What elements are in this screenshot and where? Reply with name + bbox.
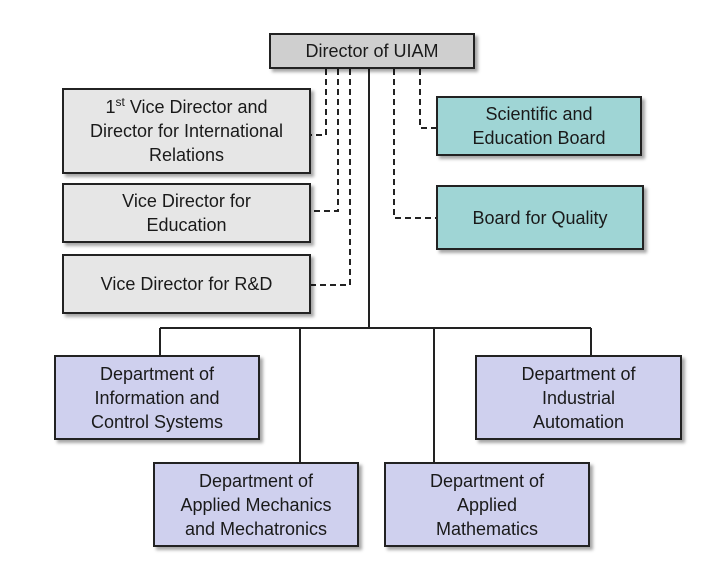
dept-information-line3: Control Systems: [90, 411, 224, 432]
vice-director-rd-label: Vice Director for R&D: [100, 274, 273, 294]
dept-applied-mechanics-box: Department of Applied Mechanics and Mech…: [153, 462, 359, 547]
scientific-board-line1: Scientific and: [485, 104, 593, 124]
vice-director-rd-box: Vice Director for R&D: [62, 254, 311, 314]
dept-industrial-line3: Automation: [532, 411, 625, 432]
dept-industrial-line2: Industrial: [541, 387, 616, 408]
dashed-connector-board-1: [419, 69, 436, 129]
vice-director-education-line2: Education: [146, 215, 227, 235]
dept-applied-mathematics-box: Department of Applied Mathematics: [384, 462, 590, 547]
dept-industrial-automation-box: Department of Industrial Automation: [475, 355, 682, 440]
dept-information-line2: Information and: [94, 387, 220, 408]
vice-director-international-line1: 1st Vice Director and: [90, 95, 283, 119]
dept-industrial-line1: Department of: [521, 363, 636, 384]
board-for-quality-label: Board for Quality: [472, 207, 608, 228]
vice-director-international-line3: Relations: [148, 145, 225, 165]
director-box: Director of UIAM: [269, 33, 475, 69]
ordinal-number: 1: [105, 97, 116, 117]
vice-director-international-line2: Director for International: [89, 121, 284, 141]
board-for-quality-box: Board for Quality: [436, 185, 644, 250]
dept-mechanics-line3: and Mechatronics: [184, 518, 328, 539]
vice-director-international-line1-rest: Vice Director and: [124, 97, 268, 117]
dept-mechanics-line2: Applied Mechanics: [180, 494, 332, 515]
scientific-board-line2: Education Board: [472, 128, 606, 148]
dashed-connector-board-2: [393, 69, 436, 219]
dashed-connector-vice-2: [311, 69, 339, 212]
dept-information-line1: Department of: [99, 363, 215, 384]
vice-director-education-line1: Vice Director for: [122, 191, 251, 211]
vice-director-education-box: Vice Director for Education: [62, 183, 311, 243]
dept-mathematics-line3: Mathematics: [435, 518, 539, 539]
dept-mathematics-line1: Department of: [429, 470, 545, 491]
dept-mechanics-line1: Department of: [198, 470, 314, 491]
dashed-connector-vice-3: [311, 69, 351, 286]
dashed-connector-vice-1: [311, 69, 327, 136]
dept-mathematics-line2: Applied: [456, 494, 518, 515]
dept-information-control-box: Department of Information and Control Sy…: [54, 355, 260, 440]
director-label: Director of UIAM: [305, 41, 439, 61]
scientific-education-board-box: Scientific and Education Board: [436, 96, 642, 156]
vice-director-international-box: 1st Vice Director and Director for Inter…: [62, 88, 311, 174]
ordinal-suffix: st: [115, 95, 125, 109]
